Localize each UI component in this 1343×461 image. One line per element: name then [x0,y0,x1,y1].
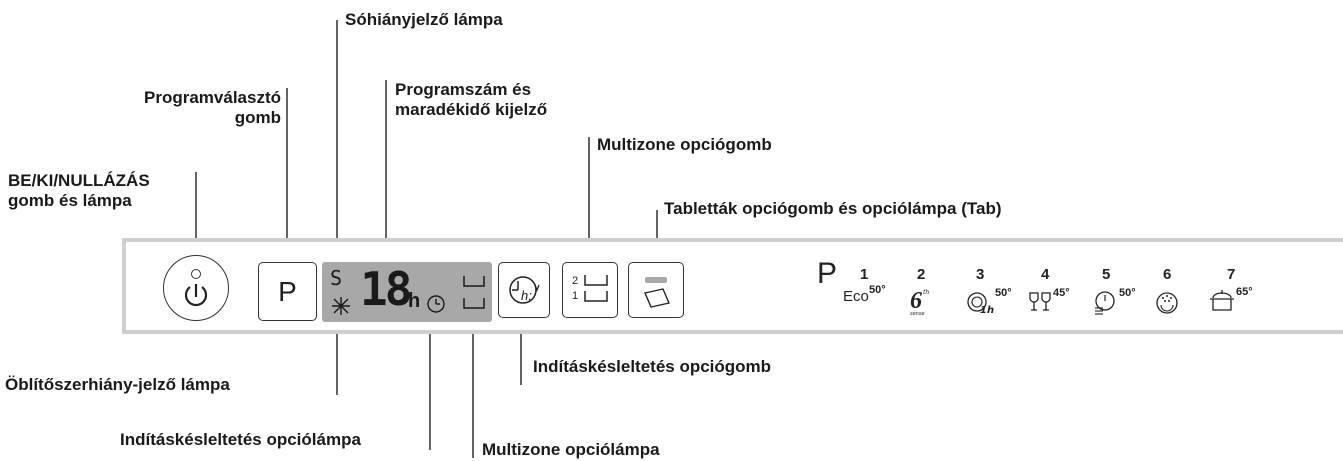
multizone-basket-icon [584,275,608,302]
pot-icon [1210,290,1234,311]
svg-text:6: 6 [910,288,922,314]
delay-clock-icon [509,276,540,304]
program-7-number: 7 [1227,266,1236,283]
program-7-temp: 65° [1236,286,1253,298]
tablets-button[interactable] [628,262,684,318]
multizone-button[interactable]: 2 1 [562,262,618,318]
one-hour-icon: 1h [967,292,994,316]
delay-lamp-icon [427,295,445,313]
plate-icon [1095,291,1115,315]
svg-text:sense: sense [910,311,925,317]
remaining-time-digits: 18 [360,262,412,316]
power-icon [184,283,207,306]
delay-button-label: Indításkésleltetés opciógomb [533,357,772,376]
program-select-button[interactable]: P [258,262,317,321]
tablets-lamp [645,277,667,283]
delay-button-text: h: [521,288,532,303]
multizone-button-label: Multizone opciógomb [597,135,772,154]
tablets-label: Tabletták opciógomb és opciólámpa (Tab) [664,199,1002,218]
svg-text:1h: 1h [980,305,994,316]
glasses-icon [1029,292,1051,311]
multizone-lamp-label: Multizone opciólámpa [482,440,660,459]
program-5-temp: 50° [1119,287,1136,299]
salt-lamp-label: Sóhiányjelző lámpa [345,10,503,29]
multizone-lamp-icon [463,276,485,309]
power-lamp [191,269,201,279]
program-4-temp: 45° [1053,287,1070,299]
power-button[interactable] [163,255,229,321]
program-display: S 18 h [322,262,492,322]
tablet-icon [644,288,670,308]
multizone-level-upper: 2 [572,275,579,287]
rinse-aid-lamp-label: Öblítőszerhiány-jelző lámpa [5,375,230,394]
program-1-symbol: Eco [843,288,869,305]
delay-lamp-label: Indításkésleltetés opciólámpa [120,430,361,449]
program-6-number: 6 [1163,266,1172,283]
program-list-header: P [817,257,838,290]
hour-unit: h [408,290,421,312]
delay-start-button[interactable]: h: [498,262,550,318]
program-4-number: 4 [1041,266,1050,283]
svg-text:th: th [923,289,929,296]
rinse-aid-icon [332,297,350,315]
program-3-number: 3 [976,266,985,283]
multizone-level-lower: 1 [572,290,579,302]
sixth-sense-icon: 6 th sense [910,288,929,317]
salt-lamp: S [330,266,343,290]
program-5-number: 5 [1102,266,1111,283]
program-1-number: 1 [860,266,869,283]
program-select-label: P [278,276,297,307]
program-3-temp: 50° [995,287,1012,299]
program-2-number: 2 [917,266,926,283]
soak-icon [1156,292,1178,314]
program-1-temp: 50° [869,284,886,296]
control-panel [122,238,1343,334]
